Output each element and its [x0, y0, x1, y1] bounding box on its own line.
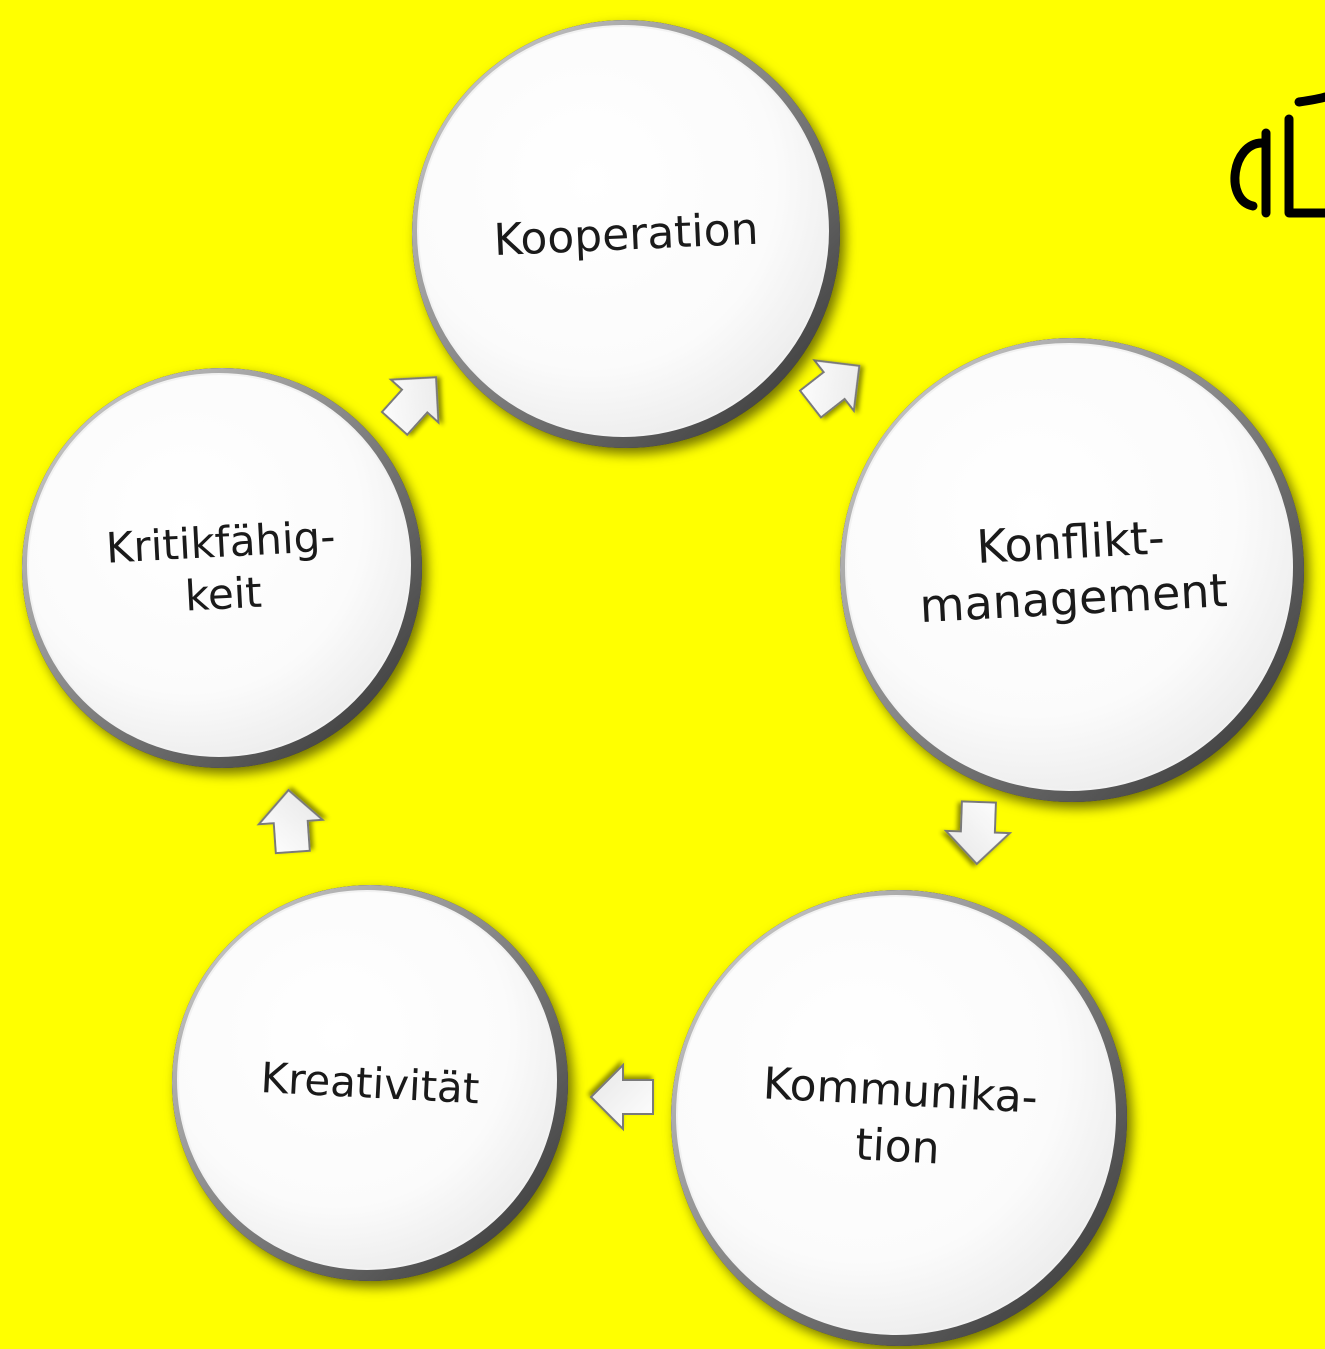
node-label-kritikfaehigkeit: Kritikfähig-keit — [105, 512, 340, 625]
node-kooperation: Kooperation — [412, 20, 840, 448]
node-kommunikation: Kommunika-tion — [671, 890, 1127, 1346]
arrow-konfliktmanagement-to-kommunikation — [943, 800, 1013, 866]
node-label-line: Konflikt- — [975, 510, 1166, 574]
node-label-line: Kritikfähig- — [105, 512, 337, 573]
node-face — [676, 895, 1116, 1335]
node-label-line: Kreativität — [259, 1053, 480, 1113]
node-konfliktmanagement: Konflikt-management — [840, 338, 1304, 802]
node-label-kooperation: Kooperation — [493, 204, 760, 267]
node-face — [845, 343, 1293, 791]
arrow-kreativitaet-to-kritikfaehigkeit — [256, 788, 326, 855]
node-face — [177, 890, 557, 1270]
arrow-kooperation-to-konfliktmanagement — [798, 359, 861, 419]
connector-arrows — [256, 359, 1013, 1132]
cycle-nodes: KooperationKonflikt-managementKommunika-… — [22, 20, 1304, 1346]
arrow-kritikfaehigkeit-to-kooperation — [380, 376, 440, 437]
node-label-line: Kooperation — [493, 204, 760, 267]
node-face — [417, 25, 829, 437]
node-kreativitaet: Kreativität — [172, 885, 568, 1281]
node-label-kreativitaet: Kreativität — [259, 1053, 480, 1113]
node-face — [27, 373, 411, 757]
arrow-kommunikation-to-kreativitaet — [589, 1062, 654, 1132]
partial-logo-mark — [1230, 92, 1325, 218]
node-label-line: tion — [854, 1119, 941, 1174]
node-label-line: keit — [184, 568, 263, 621]
node-kritikfaehigkeit: Kritikfähig-keit — [22, 368, 422, 768]
